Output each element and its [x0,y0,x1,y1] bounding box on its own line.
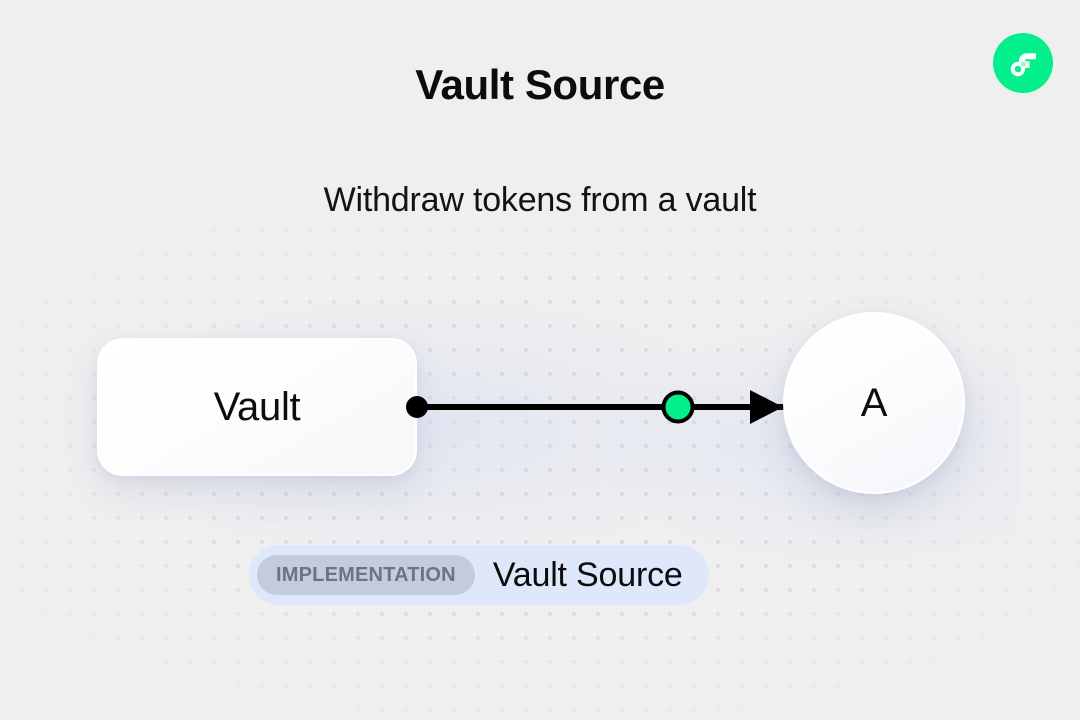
page-title: Vault Source [415,61,665,108]
edge-connector[interactable] [390,372,800,442]
implementation-name: Vault Source [492,555,683,594]
node-account-a[interactable]: A [783,312,965,494]
page-subtitle: Withdraw tokens from a vault [323,181,757,219]
implementation-kind-chip: IMPLEMENTATION [257,555,475,595]
source-port-dot-icon[interactable] [406,396,428,418]
node-account-a-label: A [860,380,888,425]
flow-logo-icon [993,33,1053,93]
node-vault[interactable]: Vault [97,338,417,476]
edge-midpoint-dot-icon[interactable] [661,390,695,424]
node-vault-label: Vault [213,384,301,429]
arrow-head-icon [750,390,783,424]
implementation-badge[interactable]: IMPLEMENTATION Vault Source [249,545,709,605]
